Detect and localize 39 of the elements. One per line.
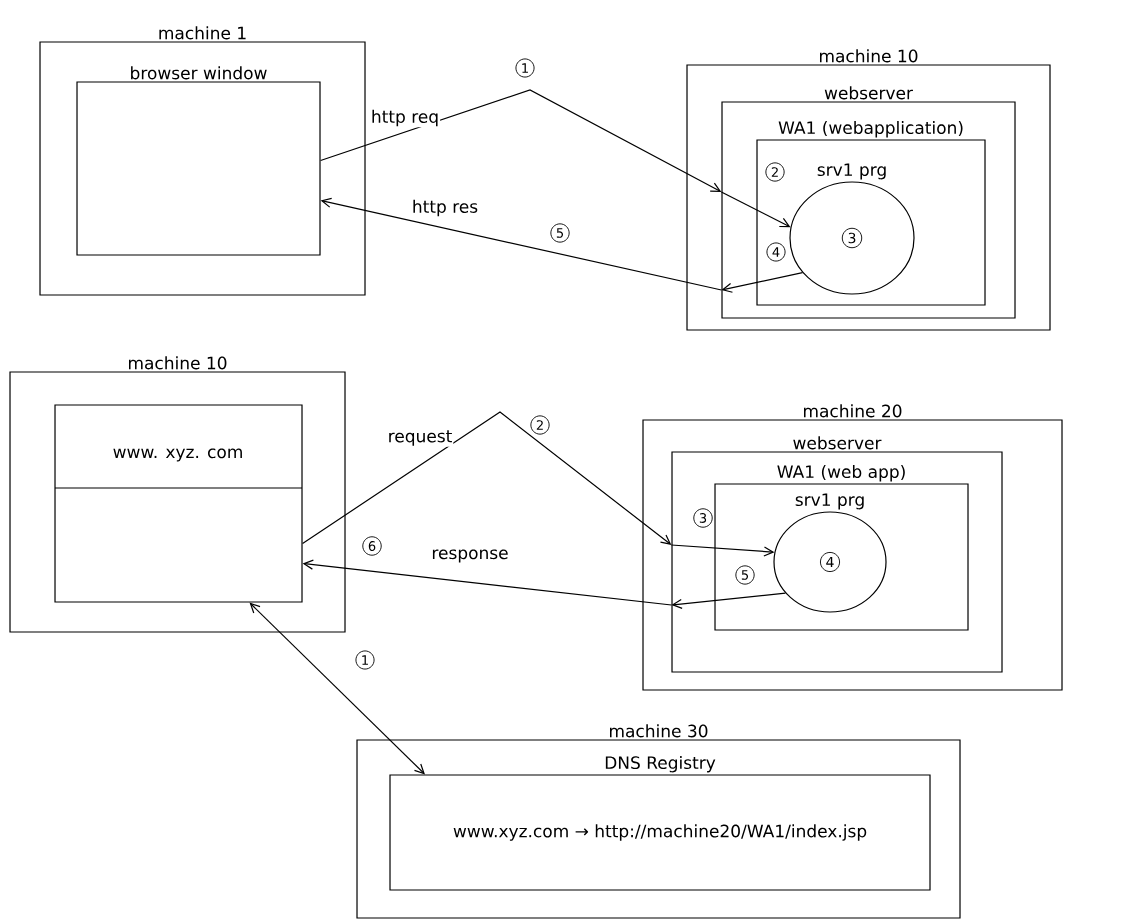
callout-number: 6 [362, 536, 382, 556]
box-title: srv1 prg [817, 163, 886, 180]
box-title: machine 20 [804, 404, 902, 418]
circled-number: 3 [841, 227, 863, 249]
arrow [320, 89, 722, 192]
box-title: browser window [131, 66, 267, 80]
box-text: www. xyz. com [113, 448, 242, 462]
arrow [302, 559, 672, 606]
box-title: machine 1 [159, 26, 246, 40]
arrow [320, 197, 722, 291]
callout-number: 5 [550, 223, 570, 243]
arrow [670, 544, 775, 557]
box-title: machine 10 [129, 356, 227, 370]
box-title: webserver [824, 86, 913, 100]
callout-number: 2 [765, 162, 785, 182]
callout-number: 4 [766, 242, 786, 262]
callout-number: 5 [735, 565, 755, 585]
circled-number: 4 [820, 551, 841, 573]
edge-label: http res [410, 198, 480, 218]
callout-number: 3 [693, 508, 713, 528]
arrow [671, 592, 787, 609]
callout-number: 1 [515, 58, 535, 78]
box-text: www.xyz.com → http://machine20/WA1/index.jsp [453, 824, 867, 841]
arrow [720, 191, 791, 228]
arrow [721, 272, 804, 293]
box-title: machine 10 [820, 49, 918, 63]
box-title: WA1 (web app) [777, 464, 905, 482]
arrow [249, 602, 425, 775]
edge-label: request [386, 429, 454, 447]
callout-number: 2 [530, 415, 550, 435]
box-title: WA1 (webapplication) [778, 120, 963, 138]
box-title: srv1 prg [795, 493, 864, 510]
edge-label: http req [369, 108, 441, 128]
callout-number: 1 [355, 650, 375, 670]
arrow [302, 411, 672, 545]
edge-label: response [430, 548, 510, 564]
box-title: webserver [793, 436, 882, 450]
box-title: DNS Registry [605, 755, 716, 773]
box-title: machine 30 [610, 724, 708, 738]
